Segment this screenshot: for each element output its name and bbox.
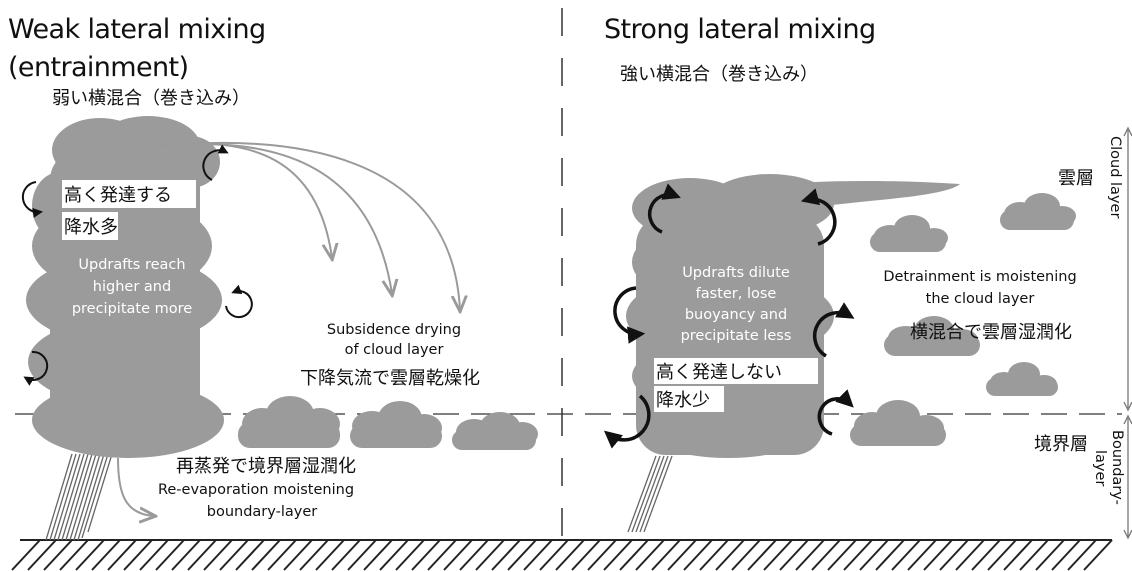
right-small-cloud-4 <box>986 362 1058 396</box>
right-cloud-label-en-4: precipitate less <box>681 328 792 344</box>
left-title-jp: 弱い横混合（巻き込み） <box>52 88 250 109</box>
boundary-layer-en-1: Boundary- <box>1109 430 1125 505</box>
boundary-layer-jp: 境界層 <box>1034 434 1088 455</box>
right-cloud-label-en-2: faster, lose <box>696 286 777 302</box>
ground-hatch <box>11 539 1113 571</box>
subsidence-jp: 下降気流で雲層乾燥化 <box>300 368 480 389</box>
right-small-cloud-1 <box>1000 193 1076 230</box>
detrain-en-2: the cloud layer <box>926 291 1035 307</box>
detrain-jp: 横混合で雲層湿潤化 <box>910 322 1072 343</box>
left-rain-streaks <box>45 453 113 541</box>
boundary-layer-en-2: layer <box>1092 450 1108 486</box>
left-tall-cloud <box>26 116 224 458</box>
subsidence-en-2: of cloud layer <box>345 342 444 358</box>
subsidence-arrows <box>159 142 460 310</box>
reevaporation-arrow <box>117 457 154 516</box>
left-title-line1: Weak lateral mixing <box>8 14 266 45</box>
left-swirl-arrows <box>21 144 253 386</box>
left-cloud-label-jp-2: 降水多 <box>64 217 118 238</box>
right-swirl-arrows <box>603 183 855 449</box>
right-small-cloud-2 <box>870 215 948 252</box>
detrain-en-1: Detrainment is moistening <box>883 269 1076 285</box>
subsidence-en-1: Subsidence drying <box>327 322 461 338</box>
cloud-layer-en: Cloud layer <box>1107 136 1123 218</box>
boundary-layer-bracket <box>1123 414 1132 540</box>
left-title-line2: (entrainment) <box>8 52 188 83</box>
left-small-cloud-3 <box>452 412 538 450</box>
cloud-layer-jp: 雲層 <box>1058 168 1094 189</box>
cloud-layer-bracket <box>1123 126 1132 412</box>
left-cloud-label-jp-1: 高く発達する <box>64 185 172 206</box>
right-small-cloud-3 <box>884 316 980 356</box>
reevap-en-2: boundary-layer <box>207 504 317 520</box>
left-cloud-label-en-3: precipitate more <box>72 301 192 317</box>
left-small-cloud-2 <box>350 401 442 448</box>
right-title-jp: 強い横混合（巻き込み） <box>620 64 818 85</box>
right-small-cloud-5 <box>850 400 946 446</box>
right-cloud-label-en-1: Updrafts dilute <box>682 265 790 281</box>
right-rain-streaks <box>627 455 673 533</box>
right-cloud-label-en-3: buoyancy and <box>685 307 787 323</box>
right-title: Strong lateral mixing <box>604 14 876 45</box>
left-small-cloud-1 <box>238 396 340 448</box>
reevap-jp: 再蒸発で境界層湿潤化 <box>176 456 356 477</box>
reevap-en-1: Re-evaporation moistening <box>158 482 354 498</box>
right-cloud-label-jp-2: 降水少 <box>656 390 710 411</box>
left-cloud-label-en-1: Updrafts reach <box>78 257 185 273</box>
left-cloud-label-en-2: higher and <box>93 279 171 295</box>
right-cloud-label-jp-1: 高く発達しない <box>656 362 782 383</box>
